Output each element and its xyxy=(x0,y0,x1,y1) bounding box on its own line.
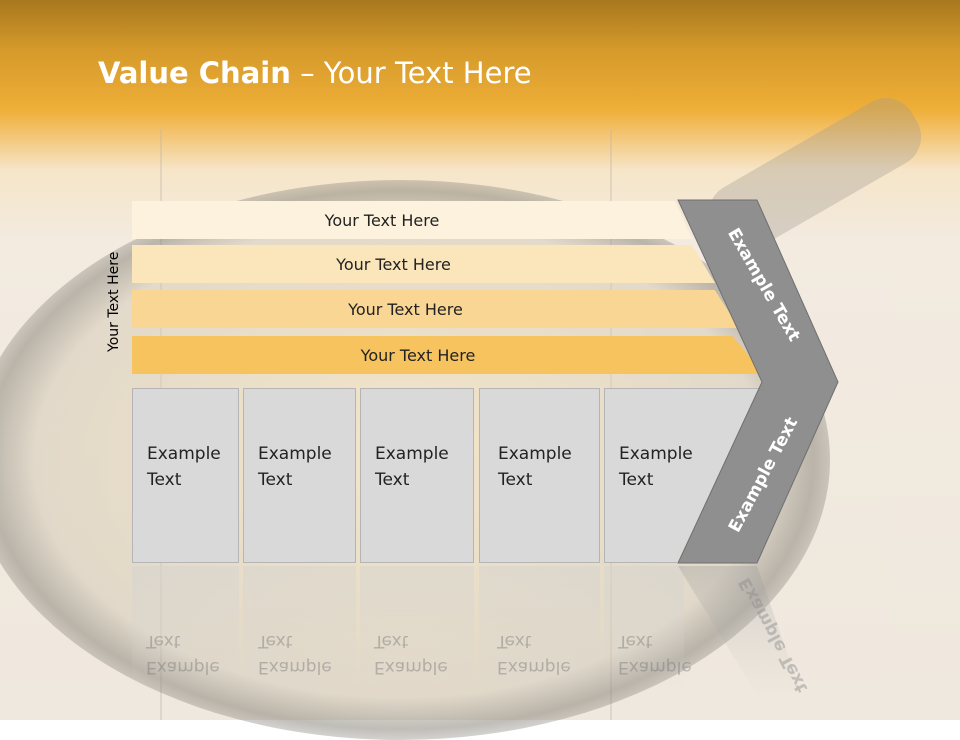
box-line1: Example xyxy=(498,444,572,464)
primary-box-2[interactable]: Example Text xyxy=(243,388,356,563)
primary-box-4[interactable]: Example Text xyxy=(479,388,600,563)
row-label: Your Text Here xyxy=(360,345,476,365)
box-line1: Example xyxy=(258,444,332,464)
support-row-2[interactable]: Your Text Here xyxy=(132,245,715,283)
chevron-arrow xyxy=(677,199,839,700)
slide-title[interactable]: Value Chain – Your Text Here xyxy=(98,56,532,90)
support-row-1[interactable]: Your Text Here xyxy=(132,201,692,239)
box-line2: Text xyxy=(258,470,293,490)
reflection xyxy=(243,566,356,696)
box-line2: Text xyxy=(498,470,533,490)
title-bold: Value Chain xyxy=(98,56,291,90)
support-row-4[interactable]: Your Text Here xyxy=(132,336,764,374)
primary-box-3[interactable]: Example Text xyxy=(360,388,474,563)
reflection xyxy=(479,566,600,696)
box-line1: Example xyxy=(147,444,221,464)
primary-box-1[interactable]: Example Text xyxy=(132,388,239,563)
box-line2: Text xyxy=(619,470,654,490)
box-line2: Text xyxy=(375,470,410,490)
row-label: Your Text Here xyxy=(324,210,440,230)
chevron-shape xyxy=(677,199,839,564)
reflection xyxy=(604,566,684,696)
box-line1: Example xyxy=(375,444,449,464)
box-line2: Text xyxy=(147,470,182,490)
reflection xyxy=(360,566,474,696)
chevron-reflection xyxy=(678,566,800,700)
title-rest: – Your Text Here xyxy=(290,56,532,90)
reflection xyxy=(132,566,239,696)
box-line1: Example xyxy=(619,444,693,464)
row-label: Your Text Here xyxy=(348,299,463,319)
support-row-3[interactable]: Your Text Here xyxy=(132,290,739,328)
row-label: Your Text Here xyxy=(336,254,451,274)
